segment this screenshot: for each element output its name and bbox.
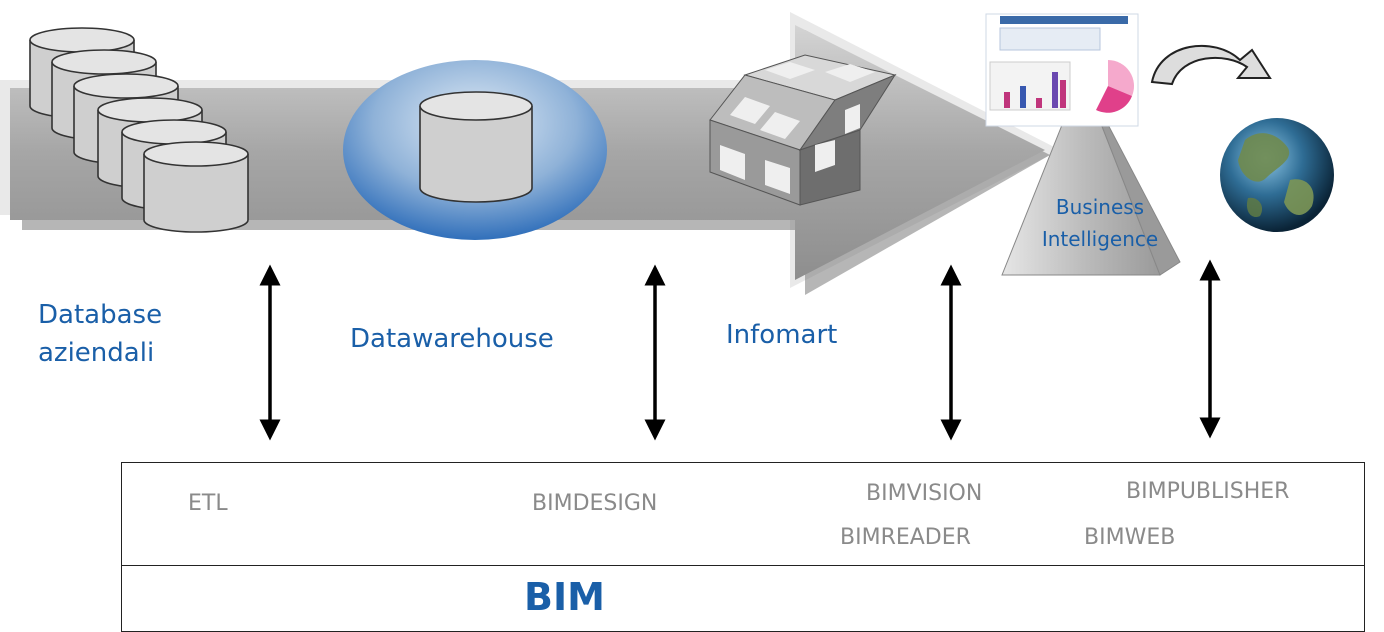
cube-icon [709, 54, 897, 206]
bim-divider [122, 565, 1364, 566]
globe-icon [1220, 118, 1334, 232]
tool-bimreader: BIMREADER [840, 525, 971, 550]
label-infomart: Infomart [726, 320, 838, 350]
tool-etl: ETL [188, 491, 228, 516]
tool-bimdesign: BIMDESIGN [532, 491, 658, 516]
label-database-line2: aziendali [38, 338, 155, 368]
curved-arrow-icon [1150, 44, 1272, 86]
tool-bimweb: BIMWEB [1084, 525, 1176, 550]
database-stack-icon [29, 27, 249, 233]
label-database-line1: Database [38, 300, 163, 330]
report-thumbnail-icon [985, 13, 1139, 127]
tool-bimvision: BIMVISION [866, 481, 983, 506]
label-bi-line2: Intelligence [1041, 227, 1159, 251]
bim-platform-box: ETL BIMDESIGN BIMVISION BIMPUBLISHER BIM… [121, 462, 1365, 632]
datawarehouse-icon [343, 60, 607, 240]
label-datawarehouse: Datawarehouse [350, 324, 554, 354]
bim-title: BIM [524, 575, 605, 619]
label-bi-line1: Business [1055, 195, 1145, 219]
tool-bimpublisher: BIMPUBLISHER [1126, 479, 1290, 504]
